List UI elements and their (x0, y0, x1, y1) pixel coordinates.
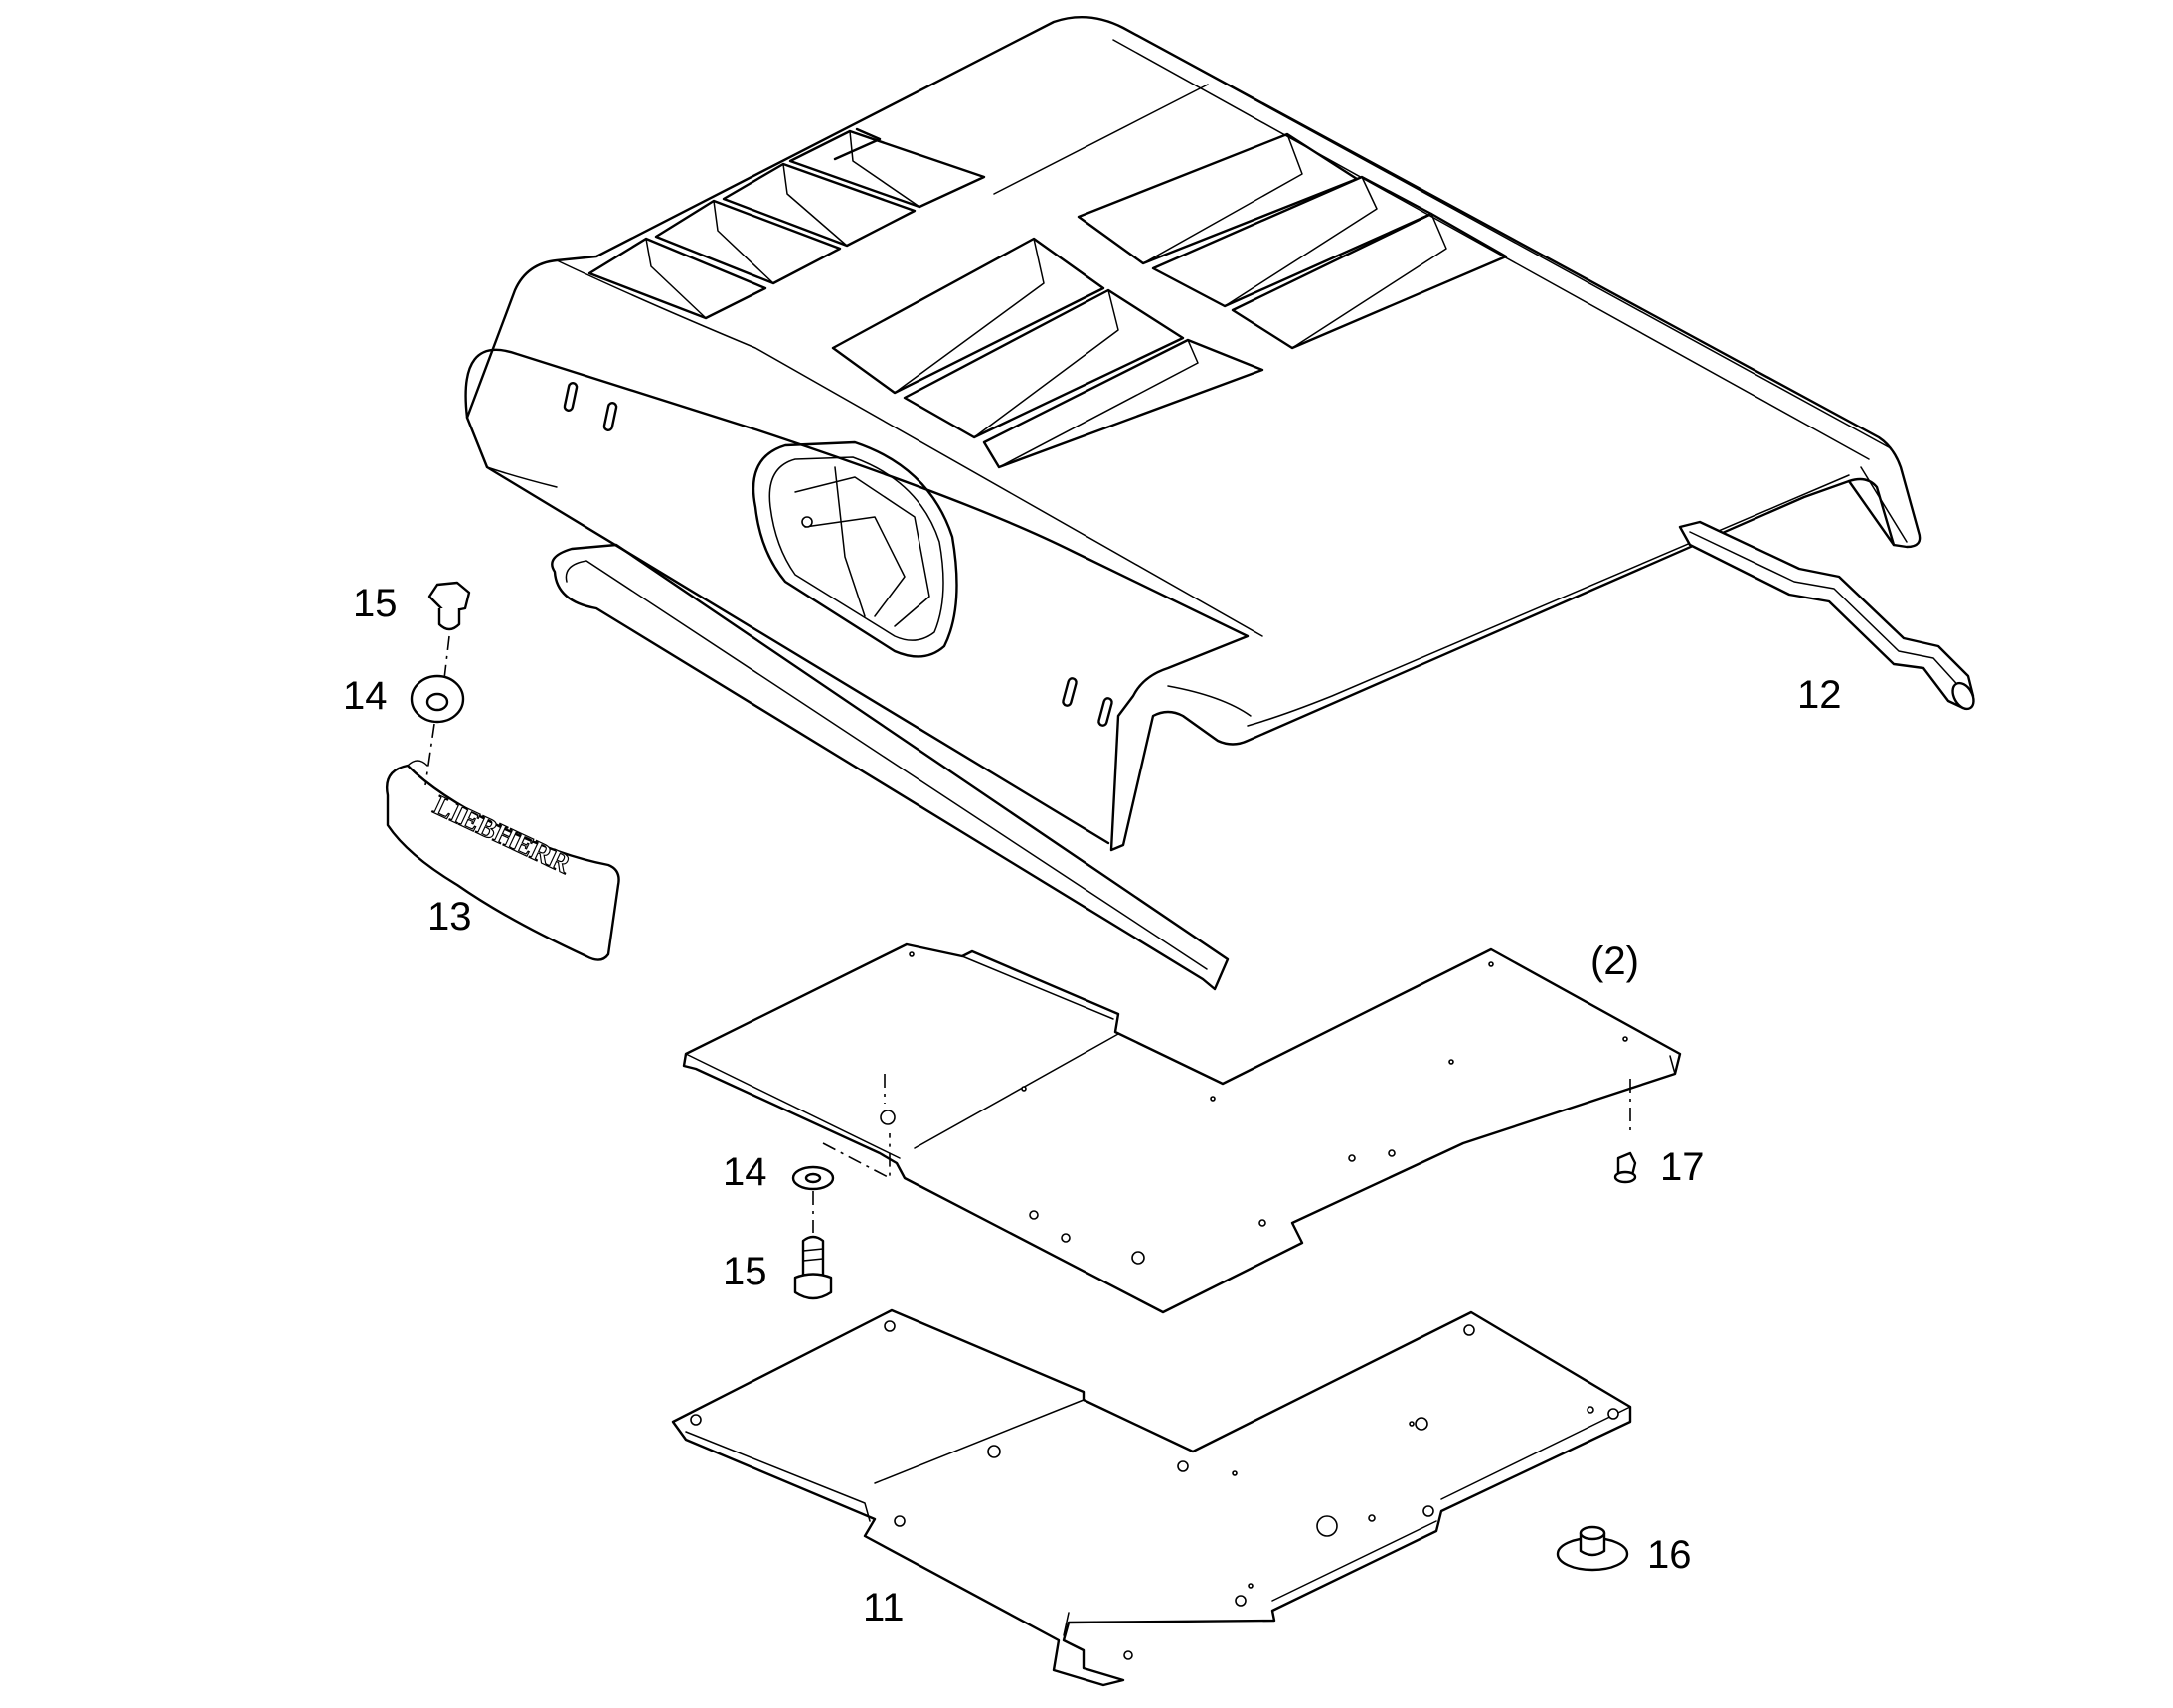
callout-11: 11 (863, 1586, 905, 1629)
floor-plate (671, 1308, 1632, 1687)
roof-cover (464, 16, 1922, 991)
bracket-plate (682, 942, 1682, 1314)
washer-middle (791, 1165, 835, 1233)
callout-14-middle: 14 (723, 1150, 767, 1194)
washer-top (410, 674, 465, 786)
callout-15-middle: 15 (723, 1250, 767, 1293)
screw-middle (793, 1235, 833, 1300)
logo-emblem: LIEBHERR (386, 760, 620, 961)
callout-16: 16 (1647, 1533, 1692, 1577)
callout-15-top: 15 (353, 582, 398, 625)
vent-slots-middle (831, 237, 1264, 469)
vent-slots-front (587, 127, 986, 320)
callout-2: (2) (1590, 939, 1639, 983)
callout-13: 13 (427, 895, 472, 939)
air-intake (752, 440, 958, 658)
seal-strip-right (1678, 520, 1975, 711)
vent-slots-right (1077, 132, 1508, 350)
rivet (1556, 1525, 1629, 1572)
callout-14-top: 14 (343, 674, 388, 718)
callout-12: 12 (1797, 673, 1842, 717)
clip (1613, 1151, 1637, 1184)
callout-17: 17 (1660, 1145, 1705, 1189)
